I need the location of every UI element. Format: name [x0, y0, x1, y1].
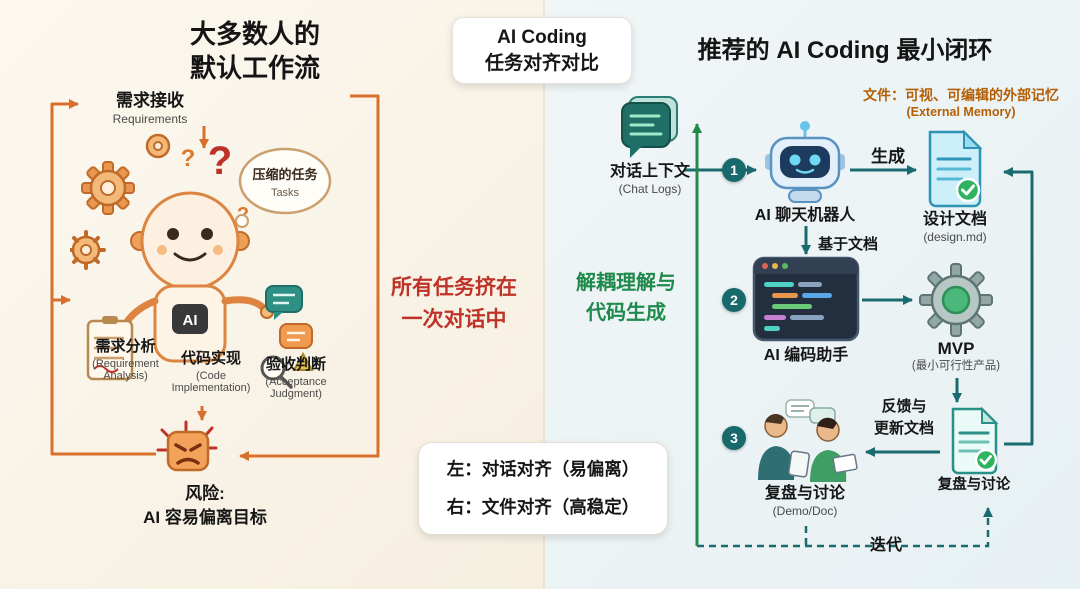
arrow-rework-loop: [50, 99, 156, 456]
single-chat-note-line2: 一次对话中: [401, 307, 507, 331]
decouple-note-line1: 解耦理解与: [576, 272, 676, 294]
chat-logs-en: (Chat Logs): [618, 182, 682, 196]
step-1-badge: 1: [722, 158, 746, 182]
ai-coder-label: AI 编码助手: [763, 347, 849, 364]
panel-divider: [543, 0, 545, 589]
feedback-line1: 反馈与: [881, 398, 927, 415]
risk-line1: 风险:: [185, 484, 225, 503]
generate-label: 生成: [871, 147, 905, 166]
arrow-single-chat-bracket: [239, 94, 380, 461]
design-doc-en: (design.md): [923, 230, 987, 244]
cloud-label-zh: 压缩的任务: [252, 167, 318, 182]
legend-row-left: 左：对话对齐（易偏离）: [446, 459, 640, 479]
mvp-en: (最小可行性产品): [911, 360, 1001, 373]
risk-line2: AI 容易偏离目标: [143, 507, 267, 527]
ai-chest-badge: [172, 304, 208, 334]
risk-caption: 风险: AI 容易偏离目标: [90, 482, 320, 530]
ai-badge-label: AI: [183, 312, 198, 329]
task-requirement-analysis: 需求分析 (Requirement Analysis): [78, 338, 173, 383]
iterate-label: 迭代: [869, 537, 902, 554]
requirements-label-en: Requirements: [112, 112, 188, 127]
angry-robot-icon: [156, 420, 220, 485]
task1-zh: 需求分析: [95, 338, 156, 355]
single-chat-note-line1: 所有任务挤在: [391, 276, 517, 299]
code-editor-icon: [752, 256, 860, 347]
arrow-iterate-dashed: [697, 508, 988, 548]
overloaded-robot-illustration: ? ? ? 压缩的任务 Tasks: [66, 126, 336, 446]
task3-zh: 验收判断: [265, 356, 326, 373]
decouple-note: 解耦理解与 代码生成: [560, 268, 692, 328]
gear-icon: [66, 230, 106, 270]
design-doc-label: 设计文档 (design.md): [905, 210, 1005, 245]
step-3-badge: 3: [722, 426, 746, 450]
speech-bubble-icon: [265, 285, 303, 320]
warning-icon: [292, 351, 314, 371]
question-mark: ?: [208, 139, 232, 183]
gear-icon: [81, 161, 135, 215]
sparkle-icon: [1022, 526, 1058, 567]
robot-illustration-svg: ? ? ? 压缩的任务 Tasks: [66, 133, 332, 389]
requirements-label-zh: 需求接收: [116, 91, 184, 110]
external-memory-line2: (External Memory): [906, 105, 1016, 120]
badge-line1: AI Coding: [497, 27, 587, 48]
left-title-line1: 大多数人的: [189, 19, 320, 49]
comparison-badge: AI Coding 任务对齐对比: [452, 17, 632, 85]
badge-line2: 任务对齐对比: [484, 52, 599, 74]
chat-logs-zh: 对话上下文: [609, 163, 690, 180]
design-doc-zh: 设计文档: [922, 211, 987, 228]
design-doc-icon: [922, 128, 986, 213]
step-2-badge: 2: [722, 288, 746, 312]
question-mark: ?: [181, 145, 196, 172]
ai-chatbot-label: AI 聊天机器人: [754, 207, 856, 224]
mvp-gear-icon: [918, 262, 994, 343]
compressed-tasks-cloud: 压缩的任务 Tasks: [225, 147, 332, 238]
task-code-implementation: 代码实现 (Code Implementation): [168, 350, 254, 395]
people-discussion-icon: [750, 398, 860, 489]
feedback-label: 反馈与 更新文档: [866, 396, 942, 440]
review-doc-icon: [946, 406, 1002, 481]
arrow-review-updates-designdoc: [1003, 167, 1034, 446]
external-memory-note: 文件：可视、可编辑的外部记忆 (External Memory): [845, 86, 1077, 120]
feedback-line2: 更新文档: [873, 419, 934, 437]
decouple-note-line2: 代码生成: [586, 302, 666, 324]
mvp-zh: MVP: [937, 339, 975, 358]
people-zh: 复盘与讨论: [764, 485, 845, 502]
legend-box: 左：对话对齐（易偏离） 右：文件对齐（高稳定）: [418, 442, 668, 536]
left-workflow-title: 大多数人的 默认工作流: [120, 18, 390, 86]
gear-icon: [145, 133, 171, 159]
external-memory-line1: 文件：可视、可编辑的外部记忆: [863, 87, 1059, 103]
task2-en: (Code Implementation): [171, 369, 251, 395]
ai-chatbot-icon: [763, 118, 847, 211]
cloud-label-en: Tasks: [271, 187, 300, 199]
legend-row-right: 右：文件对齐（高稳定）: [446, 496, 640, 517]
right-workflow-title: 推荐的 AI Coding 最小闭环: [697, 37, 993, 64]
left-title-line2: 默认工作流: [189, 52, 320, 83]
people-en: (Demo/Doc): [772, 504, 838, 518]
chat-logs-label: 对话上下文 (Chat Logs): [596, 162, 704, 197]
task3-en: (Acceptance Judgment): [265, 375, 327, 401]
review-doc-label: 复盘与讨论: [937, 477, 1011, 493]
task-acceptance-judgment: 验收判断 (Acceptance Judgment): [250, 356, 342, 401]
single-chat-note: 所有任务挤在 一次对话中: [380, 272, 528, 335]
magnifier-icon: [260, 355, 293, 389]
clipboard-icon: [86, 316, 134, 381]
robot-character: AI: [115, 191, 274, 363]
chat-logs-icon: [620, 94, 680, 167]
speech-bubble-icon: [279, 323, 313, 349]
task2-zh: 代码实现: [180, 350, 241, 367]
step-requirements: 需求接收 Requirements: [90, 90, 210, 127]
mvp-label: MVP (最小可行性产品): [898, 338, 1014, 373]
people-discussion-label: 复盘与讨论 (Demo/Doc): [752, 484, 858, 519]
based-on-doc-label: 基于文档: [818, 236, 879, 253]
task1-en: (Requirement Analysis): [92, 357, 159, 383]
